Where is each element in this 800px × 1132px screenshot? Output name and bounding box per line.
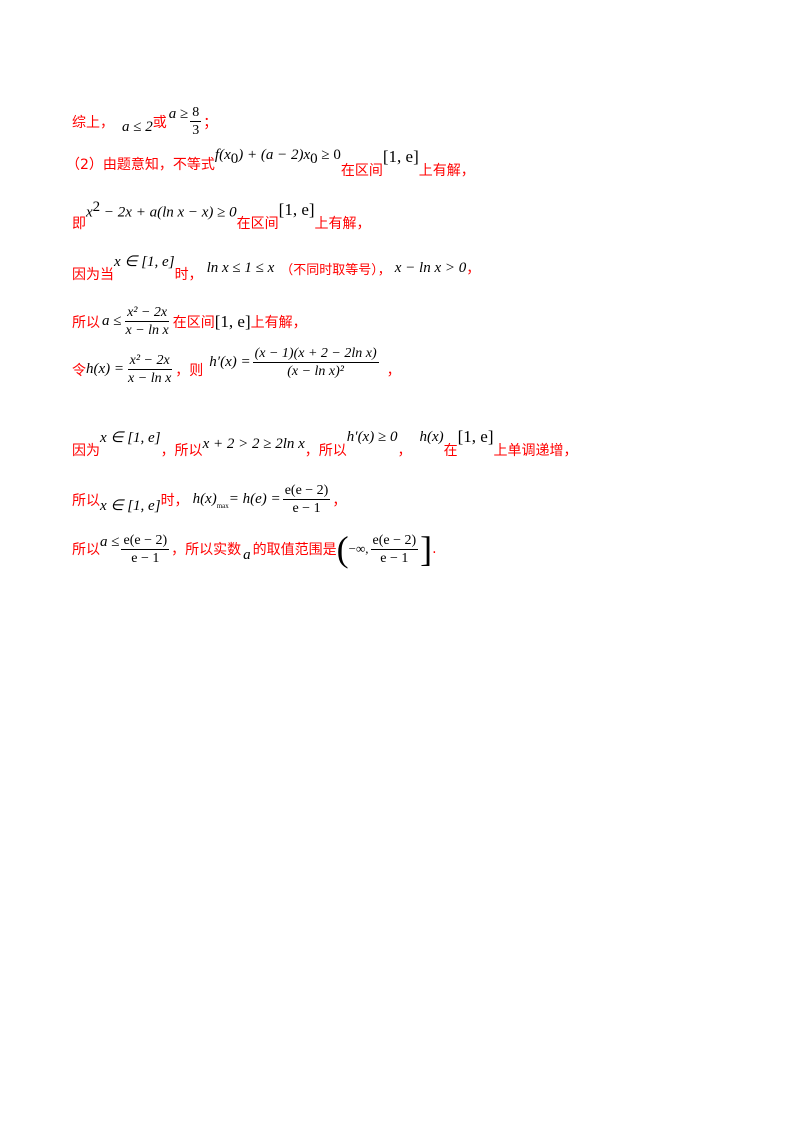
text: 或 <box>152 114 167 131</box>
text: 综上， <box>72 114 114 131</box>
math: x ∈ [1, e] <box>100 498 161 514</box>
math: h(x) <box>419 428 444 445</box>
math: a <box>243 546 251 563</box>
math: h(x) <box>192 491 217 507</box>
fraction: e(e − 2) e − 1 <box>121 532 170 567</box>
text: 上单调递增， <box>493 443 578 459</box>
text: 即 <box>72 216 86 233</box>
fraction: x² − 2x x − ln x <box>126 352 173 387</box>
text: ， <box>466 261 481 277</box>
math: −∞, <box>348 541 369 556</box>
text: ，所以实数 <box>171 542 242 558</box>
derivative-fraction: (x − 1)(x + 2 − 2ln x) (x − ln x)² <box>252 345 379 380</box>
text: . <box>432 541 437 557</box>
numerator: e(e − 2) <box>121 532 170 550</box>
interval: [1, e] <box>457 427 494 446</box>
text: ， <box>332 492 347 509</box>
text: 所以 <box>72 492 100 509</box>
max-value-line: 所以 x ∈ [1, e] 时， h(x)max = h(e) = e(e − … <box>72 482 346 517</box>
numerator: (x − 1)(x + 2 − 2ln x) <box>252 346 379 363</box>
text: 的取值范围是 <box>252 542 337 558</box>
interval: [1, e] <box>278 200 315 220</box>
text: ； <box>203 114 218 131</box>
text: 上有解， <box>314 216 371 233</box>
math: x ∈ [1, e] <box>114 253 175 270</box>
right-bracket: ] <box>420 529 433 569</box>
interval: [1, e] <box>382 147 419 167</box>
math: x <box>86 204 93 221</box>
math: f(x <box>214 147 231 163</box>
interval: [1, e] <box>214 311 251 331</box>
text: 上有解， <box>250 314 307 331</box>
text: 在区间 <box>172 314 215 331</box>
text: 上有解， <box>418 163 475 180</box>
final-answer-line: 所以 a ≤ e(e − 2) e − 1 ，所以实数 a 的取值范围是 ( −… <box>72 528 437 570</box>
subscript: 0 <box>310 150 318 167</box>
fraction: 8 3 <box>190 104 202 139</box>
denominator: (x − ln x)² <box>287 364 345 379</box>
text: 令 <box>72 362 86 379</box>
text: 在区间 <box>340 163 383 180</box>
text: 时， <box>174 267 203 283</box>
text: ，所以 <box>160 443 203 459</box>
denominator: e − 1 <box>380 550 409 566</box>
numerator: e(e − 2) <box>282 483 331 500</box>
text: 在 <box>443 443 458 459</box>
because-line: 因为当 x ∈ [1, e] 时， ln x ≤ 1 ≤ x （不同时取等号），… <box>72 254 481 284</box>
math: a ≤ 2 <box>122 119 153 135</box>
text: 因为 <box>72 443 100 459</box>
text: 时， <box>160 492 189 509</box>
math: a ≤ <box>100 533 120 550</box>
denominator: x − ln x <box>125 323 169 338</box>
denominator: 3 <box>192 123 200 138</box>
text: （2）由题意知，不等式 <box>66 157 215 174</box>
subscript: max <box>216 501 229 510</box>
fraction: x² − 2x x − ln x <box>123 304 170 339</box>
denominator: e − 1 <box>131 550 160 566</box>
text: ， <box>386 362 401 379</box>
math: ln x ≤ 1 ≤ x <box>206 259 275 276</box>
math: − 2x + a(ln x − x) ≥ 0 <box>100 204 237 221</box>
math: ) + (a − 2)x <box>238 147 311 163</box>
math-expression: f(x0) + (a − 2)x0 ≥ 0 <box>215 147 341 168</box>
text: 所以 <box>72 314 100 331</box>
text: （不同时取等号）， <box>280 262 391 278</box>
math: ≥ 0 <box>317 147 341 163</box>
fraction: e(e − 2) e − 1 <box>370 532 419 567</box>
denominator: x − ln x <box>128 371 172 386</box>
math-expression: x2 − 2x + a(ln x − x) ≥ 0 <box>86 199 237 222</box>
math: = h(e) = <box>228 491 281 507</box>
monotonic-line: 因为 x ∈ [1, e] ，所以 x + 2 > 2 ≥ 2ln x ，所以 … <box>72 427 577 459</box>
define-h-line: 令 h(x) = x² − 2x x − ln x ，则 h′(x) = (x … <box>72 346 401 387</box>
math: x − ln x > 0 <box>394 259 467 276</box>
denominator: e − 1 <box>292 501 321 516</box>
numerator: x² − 2x <box>127 353 172 370</box>
math: a ≤ <box>102 313 122 329</box>
text: ，所以 <box>304 443 347 459</box>
text: ，则 <box>175 362 204 379</box>
numerator: e(e − 2) <box>370 532 419 550</box>
text: 所以 <box>72 542 100 558</box>
problem-part-2-line: （2）由题意知，不等式 f(x0) + (a − 2)x0 ≥ 0 在区间 [1… <box>66 147 475 179</box>
text: ， <box>397 443 412 459</box>
therefore-a-line: 所以 a ≤ x² − 2x x − ln x 在区间 [1, e] 上有解， <box>72 304 307 339</box>
conclusion-line-1: 综上， a ≤ 2 或 a ≥ 8 3 ； <box>72 104 217 139</box>
math: x ∈ [1, e] <box>100 429 161 446</box>
numerator: x² − 2x <box>125 305 170 322</box>
fraction: e(e − 2) e − 1 <box>282 482 331 517</box>
math: x + 2 > 2 ≥ 2ln x <box>202 435 305 452</box>
math: a ≥ <box>168 106 189 122</box>
text: 在区间 <box>236 216 279 233</box>
math: h′(x) = <box>209 354 251 370</box>
subscript: 0 <box>230 150 239 167</box>
superscript: 2 <box>92 199 101 215</box>
math: h′(x) ≥ 0 <box>346 428 398 445</box>
equivalent-inequality-line: 即 x2 − 2x + a(ln x − x) ≥ 0 在区间 [1, e] 上… <box>72 199 371 232</box>
math: h(x) = <box>86 361 125 377</box>
left-paren: ( <box>336 529 349 569</box>
numerator: 8 <box>190 105 202 122</box>
text: 因为当 <box>72 267 114 283</box>
